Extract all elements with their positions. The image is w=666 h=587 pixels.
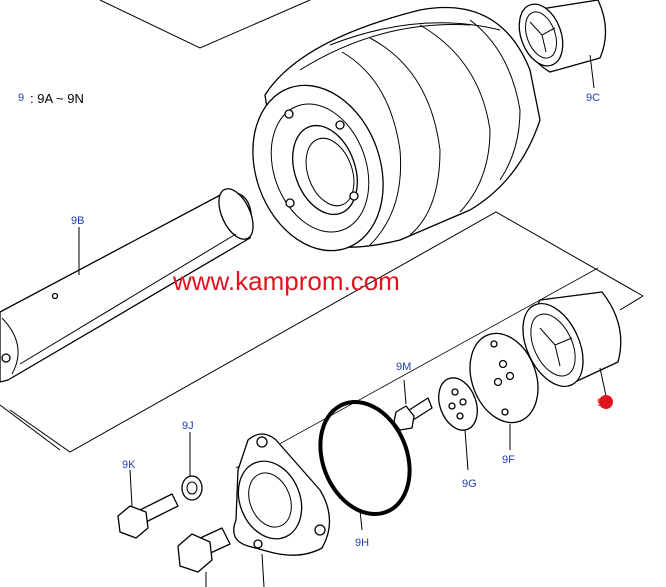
label-9c: 9C: [586, 92, 600, 104]
legend: 9 : 9A ~ 9N: [18, 91, 84, 106]
bushing-9c: [518, 0, 607, 89]
upper-panel-outline: [0, 0, 311, 451]
plug-bolt: [177, 527, 231, 587]
assembly-axis-line: [235, 267, 599, 469]
label-9f: 9F: [502, 454, 515, 466]
label-9d: 9D: [597, 397, 611, 409]
legend-range: : 9A ~ 9N: [30, 91, 84, 106]
label-9h: 9H: [355, 537, 369, 549]
shaft-9b: [0, 188, 254, 383]
idler-roller: [252, 6, 541, 252]
label-9b: 9B: [71, 215, 84, 227]
watermark: www.kamprom.com: [172, 266, 400, 296]
label-9m: 9M: [396, 361, 411, 373]
plate-9f: [469, 332, 539, 450]
label-9j: 9J: [182, 420, 194, 432]
label-9g: 9G: [462, 478, 477, 490]
plate-9g: [438, 377, 478, 471]
lower-panel-outline: [9, 211, 644, 453]
legend-number: 9: [18, 92, 24, 104]
washer-9j: [181, 432, 203, 501]
bolt-9m: [393, 379, 433, 431]
highlight-marker: [599, 395, 613, 409]
label-9k: 9K: [122, 459, 136, 471]
bolt-9k: [117, 469, 179, 539]
bushing-9d: [522, 291, 622, 409]
o-ring-9h: [318, 399, 412, 531]
end-cover-housing: [233, 433, 331, 587]
